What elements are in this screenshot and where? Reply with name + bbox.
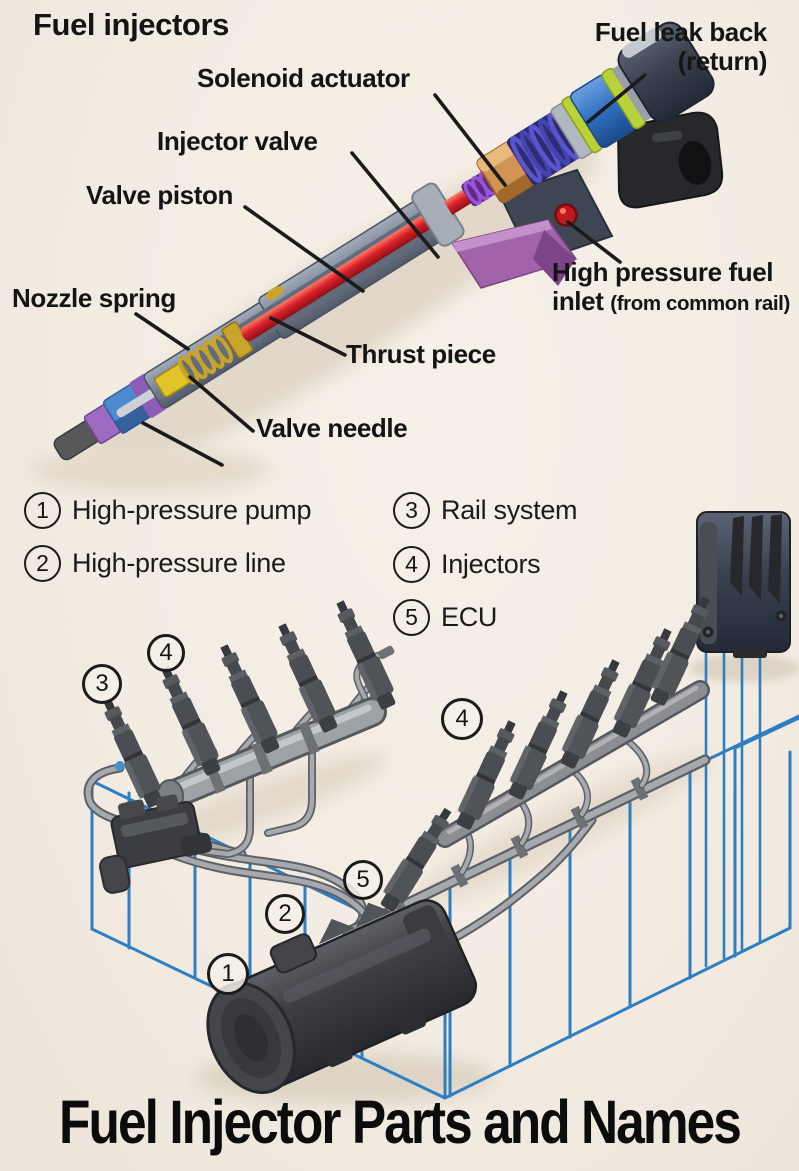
callout-4-right-number: 4 [455,705,469,732]
electrical-connector [616,111,724,209]
callout-injectors-right-icon: 4 [441,698,483,740]
callout-4-left-number: 4 [159,639,173,666]
inlet-lever [450,219,578,289]
casing-band [265,286,284,300]
callout-hp-line-icon: 2 [265,894,305,934]
callout-3-number: 3 [95,670,109,697]
hp-inlet-word: inlet [552,286,604,316]
legend-number-5-icon: 5 [393,599,430,636]
fuel-leak-back-line2: (return) [677,46,768,76]
legend-number-3: 3 [405,497,418,523]
leader-lines [134,73,647,467]
label-solenoid-actuator: Solenoid actuator [197,63,410,93]
callout-5-number: 5 [356,866,370,893]
ecu-unit [696,511,791,658]
callout-hp-pump-icon: 1 [207,953,249,995]
callout-ecu-icon: 5 [343,860,383,900]
legend-number-5: 5 [405,604,418,630]
callout-1-number: 1 [221,960,235,987]
inlet-port [554,203,578,227]
high-pressure-pump [206,899,478,1094]
legend-number-3-icon: 3 [393,492,430,529]
callout-2-number: 2 [278,900,292,927]
fuel-injector-illustration [53,21,724,467]
legend-number-1: 1 [36,497,49,523]
footer-title: Fuel Injector Parts and Names [59,1089,742,1157]
label-valve-piston: Valve piston [86,180,233,210]
legend-number-1-icon: 1 [24,492,61,529]
left-injectors [96,596,400,811]
metering-block [99,794,213,894]
label-injector-valve: Injector valve [157,126,318,156]
legend-number-4: 4 [405,551,418,577]
callout-rail-system-icon: 3 [82,664,122,704]
ecu-wires [704,648,762,968]
callout-injectors-left-icon: 4 [147,634,185,672]
legend-label-line: High-pressure line [72,548,286,578]
hp-inlet-paren: (from common rail) [610,292,790,315]
hp-inlet-line1: High pressure fuel [552,257,774,287]
label-high-pressure-inlet: High pressure fuel inlet (from common ra… [552,258,790,318]
label-valve-needle: Valve needle [256,413,408,443]
legend-label-rail: Rail system [441,495,578,525]
legend-number-2: 2 [36,550,49,576]
legend-number-4-icon: 4 [393,546,430,583]
legend-label-injectors: Injectors [441,549,541,579]
head-cap [622,27,662,58]
label-thrust-piece: Thrust piece [346,339,496,369]
legend-label-pump: High-pressure pump [72,495,312,525]
legend-number-2-icon: 2 [24,545,61,582]
right-hp-line [342,731,711,938]
return-fitting [115,761,125,771]
fuel-leak-back-line1: Fuel leak back [594,17,768,47]
hp-inlet-line2: inlet (from common rail) [552,287,790,318]
label-fuel-leak-back: Fuel leak back (return) [594,17,768,76]
legend-label-ecu: ECU [441,602,498,632]
valve-piston-rod [240,215,432,341]
label-nozzle-spring: Nozzle spring [12,283,176,313]
gray-ring [612,65,653,121]
page-title: Fuel injectors [33,7,229,42]
